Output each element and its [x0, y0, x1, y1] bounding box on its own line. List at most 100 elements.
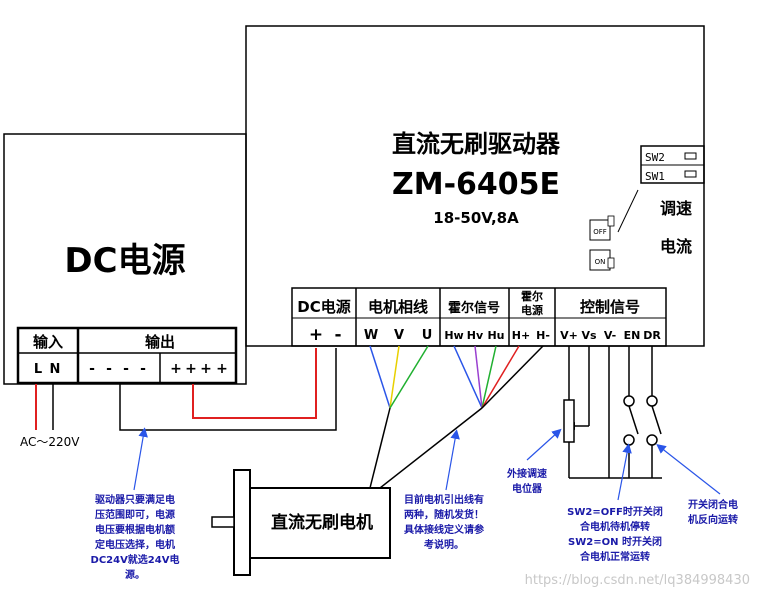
group-control-signal: 控制信号 — [580, 298, 640, 316]
driver-title: 直流无刷驱动器 — [392, 130, 561, 158]
svg-text:机反向运转: 机反向运转 — [688, 513, 738, 526]
motor-phase-wires — [369, 345, 429, 409]
term-v-plus: V+ — [560, 329, 578, 342]
terminal-plus: + — [216, 361, 228, 377]
sw-note-arrow — [617, 443, 632, 501]
term-u: U — [422, 328, 433, 343]
driver-model: ZM-6405E — [392, 167, 560, 202]
dip-pointer-line — [617, 189, 639, 233]
term-dr: DR — [643, 329, 661, 342]
svg-text:合电机正常运转: 合电机正常运转 — [579, 550, 650, 563]
dr-switch — [651, 405, 662, 435]
dip-on-icon: ON — [589, 249, 615, 271]
hall-cable — [379, 407, 483, 489]
direction-note: 开关闭合电 机反向运转 — [688, 498, 738, 526]
motor-body — [249, 487, 391, 559]
terminal-plus: + — [185, 361, 197, 377]
control-wiring — [563, 346, 662, 479]
watermark: https://blog.csdn.net/lq384998430 — [525, 573, 750, 588]
terminal-n: N — [50, 362, 61, 377]
motor-shaft — [211, 516, 235, 528]
term-vs: Vs — [581, 329, 597, 342]
wiring-note-arrow — [445, 429, 460, 491]
svg-text:源。: 源。 — [125, 568, 145, 581]
svg-text:OFF: OFF — [593, 228, 607, 236]
term-minus: - — [334, 325, 341, 345]
svg-text:定电压选择，电机: 定电压选择，电机 — [95, 538, 175, 551]
terminal-plus: + — [200, 361, 212, 377]
terminal-minus: - — [106, 361, 112, 377]
group-hall-signal: 霍尔信号 — [448, 300, 500, 316]
sw-enable-note: SW2=OFF时开关闭 合电机待机停转 SW2=ON 时开关闭 合电机正常运转 — [567, 505, 663, 563]
terminal-minus: - — [140, 361, 146, 377]
group-hall-power: 霍尔 — [521, 289, 543, 303]
sw1-toggle — [684, 170, 697, 178]
motor-label: 直流无刷电机 — [271, 512, 373, 533]
svg-text:SW2=OFF时开关闭: SW2=OFF时开关闭 — [567, 505, 663, 518]
svg-text:开关闭合电: 开关闭合电 — [688, 498, 738, 511]
driver-spec: 18-50V,8A — [433, 209, 519, 227]
driver-unit: 直流无刷驱动器 ZM-6405E 18-50V,8A SW2 SW1 调速 电流… — [245, 25, 705, 347]
term-v: V — [394, 328, 404, 343]
terminal-minus: - — [89, 361, 95, 377]
term-hv: Hv — [467, 329, 484, 342]
svg-text:SW2=ON 时开关闭: SW2=ON 时开关闭 — [568, 535, 662, 548]
term-en: EN — [624, 329, 641, 342]
wiring-note: 目前电机引出线有 两种，随机发货！ 具体接线定义请参 考说明。 — [403, 493, 484, 551]
svg-text:电位器: 电位器 — [512, 482, 543, 495]
motor-phase-cable — [369, 407, 391, 489]
pot-note-arrow — [526, 428, 562, 461]
en-switch — [628, 405, 639, 435]
potentiometer — [563, 399, 575, 443]
label-current: 电流 — [660, 237, 692, 256]
supply-note-arrow — [133, 427, 148, 491]
term-v-minus: V- — [604, 329, 616, 342]
group-dc-power: DC电源 — [297, 298, 350, 316]
output-label: 输出 — [145, 333, 175, 351]
term-w: W — [364, 328, 378, 343]
svg-text:目前电机引出线有: 目前电机引出线有 — [404, 493, 484, 506]
term-hw: Hw — [444, 329, 463, 342]
power-supply-title: DC电源 — [64, 241, 185, 281]
sw2-toggle — [684, 152, 697, 160]
en-switch-contact — [623, 395, 635, 407]
svg-text:两种，随机发货！: 两种，随机发货！ — [404, 508, 484, 521]
annotation-arrows — [133, 427, 721, 501]
term-hu: Hu — [487, 329, 504, 342]
dip-off-icon: OFF — [589, 215, 615, 241]
hall-wires — [453, 345, 544, 409]
svg-text:电压要根据电机额: 电压要根据电机额 — [95, 523, 175, 536]
ac-label: AC～220V — [20, 435, 80, 449]
group-hall-power: 电源 — [521, 303, 543, 317]
power-supply-unit: DC电源 输入 输出 L N - - - - + + + + — [3, 133, 247, 385]
dc-negative-wire — [119, 348, 337, 431]
driver-terminal-block — [291, 287, 667, 347]
svg-text:ON: ON — [595, 258, 606, 266]
power-supply-terminal-strip — [16, 326, 238, 385]
terminal-plus: + — [170, 361, 182, 377]
dir-note-arrow — [656, 444, 721, 495]
group-motor-phase: 电机相线 — [368, 298, 428, 316]
svg-text:考说明。: 考说明。 — [424, 538, 464, 551]
dr-switch-contact — [646, 395, 658, 407]
sw1-label: SW1 — [645, 170, 665, 183]
svg-text:具体接线定义请参: 具体接线定义请参 — [403, 523, 484, 536]
dc-positive-wire — [192, 348, 317, 419]
term-h-plus: H+ — [512, 329, 530, 342]
terminal-l: L — [34, 362, 42, 377]
svg-text:压范围即可，电源: 压范围即可，电源 — [95, 508, 175, 521]
sw2-label: SW2 — [645, 151, 665, 164]
terminal-minus: - — [123, 361, 129, 377]
svg-text:DC24V就选24V电: DC24V就选24V电 — [91, 553, 180, 566]
motor-flange — [233, 469, 251, 576]
term-plus: + — [309, 325, 323, 345]
brushless-motor: 直流无刷电机 — [211, 469, 391, 576]
svg-text:驱动器只要满足电: 驱动器只要满足电 — [95, 493, 175, 506]
svg-text:合电机待机停转: 合电机待机停转 — [579, 520, 650, 533]
label-speed: 调速 — [660, 199, 692, 218]
supply-note: 驱动器只要满足电 压范围即可，电源 电压要根据电机额 定电压选择，电机 DC24… — [91, 493, 180, 581]
term-h-minus: H- — [536, 329, 550, 342]
potentiometer-note: 外接调速 电位器 — [506, 467, 547, 495]
input-label: 输入 — [33, 333, 63, 351]
